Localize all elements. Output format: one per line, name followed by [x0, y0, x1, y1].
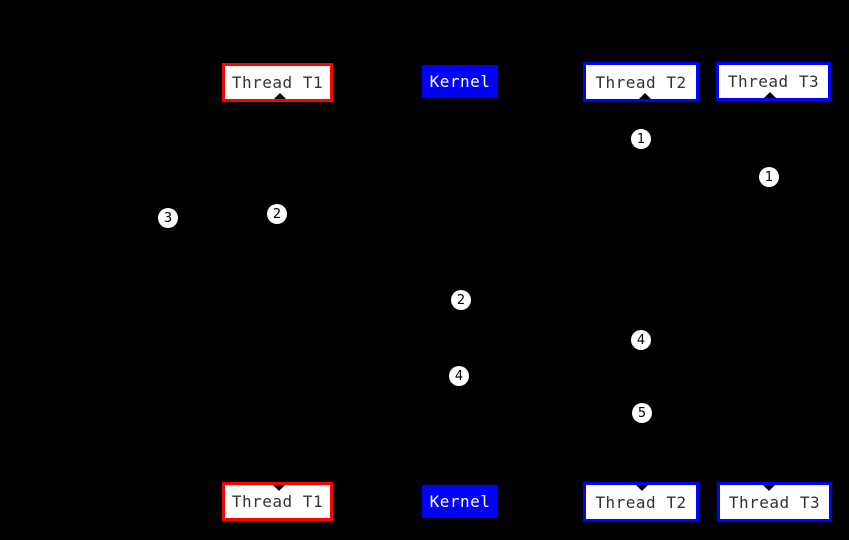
node-kernel-bottom: Kernel	[422, 485, 498, 518]
node-label: Kernel	[429, 72, 491, 91]
step-badge-2: 2	[451, 290, 471, 310]
node-label: Thread T3	[727, 72, 820, 91]
node-label: Thread T1	[231, 492, 324, 511]
node-thread-t3-bottom: Thread T3	[717, 482, 832, 522]
lifeline-arrowhead-icon	[764, 92, 776, 98]
lifeline-arrowhead-icon	[763, 485, 775, 491]
lifeline-arrowhead-icon	[273, 485, 285, 491]
node-thread-t2-top: Thread T2	[583, 62, 699, 102]
lifeline-arrowhead-icon	[274, 93, 286, 99]
node-label: Thread T2	[595, 492, 687, 512]
node-thread-t1-top: Thread T1	[222, 63, 333, 102]
lifeline-arrowhead-icon	[636, 485, 648, 491]
step-badge-4: 4	[631, 330, 651, 350]
step-badge-3: 3	[158, 208, 178, 228]
node-label: Kernel	[429, 492, 491, 511]
node-kernel-top: Kernel	[422, 65, 498, 98]
lifeline-arrowhead-icon	[639, 93, 651, 99]
node-thread-t2-bottom: Thread T2	[583, 482, 699, 522]
node-label: Thread T1	[231, 73, 324, 92]
node-label: Thread T2	[595, 72, 687, 92]
step-badge-2: 2	[267, 204, 287, 224]
step-badge-5: 5	[632, 403, 652, 423]
node-thread-t3-top: Thread T3	[716, 62, 831, 101]
node-label: Thread T3	[728, 492, 821, 512]
node-thread-t1-bottom: Thread T1	[222, 482, 333, 521]
step-badge-1: 1	[631, 129, 651, 149]
step-badge-4: 4	[449, 366, 469, 386]
step-badge-1: 1	[759, 167, 779, 187]
